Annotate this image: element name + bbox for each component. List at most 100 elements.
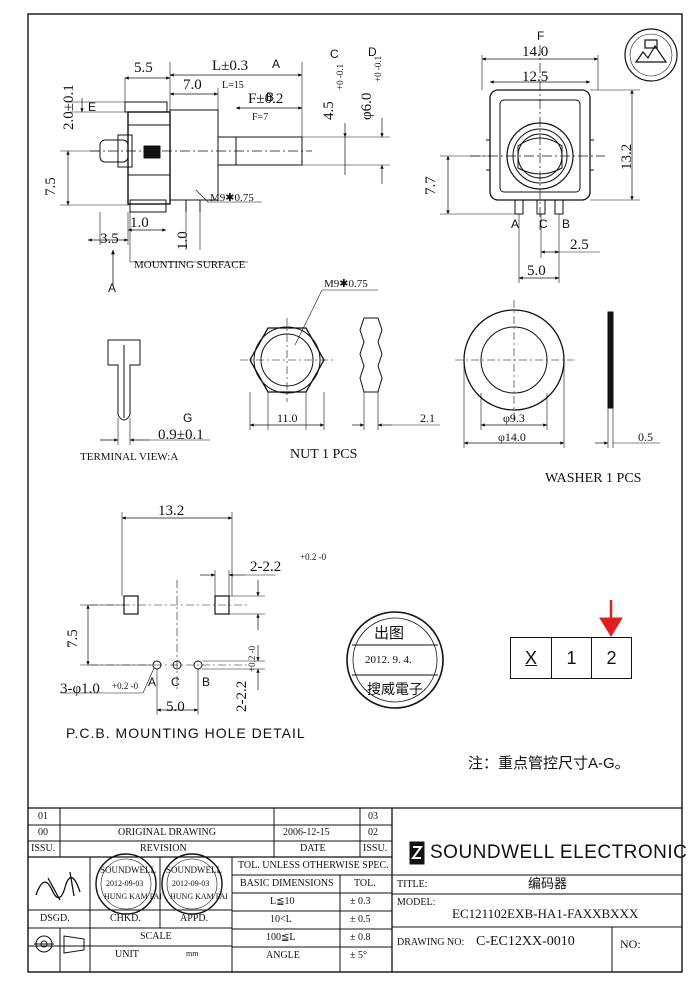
pcb-dim-2-2-a: 2-2.2 [250, 559, 282, 575]
nut-label: NUT 1 PCS [290, 447, 358, 462]
pcb-dim-13-2: 13.2 [158, 503, 185, 519]
pcb-dim-2-2-b: 2-2.2 [234, 680, 250, 712]
pcb-dim-5-0: 5.0 [166, 699, 185, 715]
pcb-pin-C: C [171, 675, 180, 689]
chk-stamp-date: 2012-09-03 [106, 879, 144, 888]
nut-thread: M9✱0.75 [324, 278, 368, 290]
dim-1-0-a: 1.0 [130, 215, 149, 231]
pcb-pin-B: B [202, 675, 211, 689]
mark-box-1: 1 [552, 637, 592, 679]
washer-label: WASHER 1 PCS [545, 471, 642, 486]
dim-F7: F=7 [252, 112, 269, 123]
scale-label: SCALE [140, 931, 172, 942]
pcb-holes-tol: +0.2 -0 [112, 681, 139, 691]
dim-3-5: 3.5 [100, 231, 119, 247]
tol-label: TOL. [354, 878, 376, 889]
thread-callout: M9✱0.75 [210, 192, 254, 204]
letter-D: D [368, 45, 377, 59]
basic-dimensions: BASIC DIMENSIONS [240, 878, 334, 889]
title-block-lines [28, 807, 682, 972]
dim-4-5: 4.5 [321, 101, 337, 120]
pcb-label: P.C.B. MOUNTING HOLE DETAIL [66, 725, 306, 741]
drawing-no-label: DRAWING NO: [397, 937, 465, 948]
washer-dim-14-0: φ14.0 [498, 430, 526, 444]
unit-label: UNIT [115, 949, 139, 960]
nut-dim-2-1: 2.1 [420, 411, 435, 425]
letter-E: E [88, 100, 97, 114]
washer-dim-0-5: 0.5 [638, 430, 653, 444]
red-arrow [599, 600, 623, 637]
tol-range-2: 10<L [270, 914, 292, 925]
chk-stamp-name: SOUNDWELL [100, 865, 156, 875]
model-value: EC121102EXB-HA1-FAXXBXXX [452, 906, 639, 921]
model-label: MODEL: [397, 897, 436, 908]
pin-C: C [539, 217, 548, 231]
role-approved: APPD. [180, 913, 209, 924]
dim-1-0-b: 1.0 [175, 231, 191, 250]
tol-range-3: 100≦L [266, 932, 296, 943]
dim-7-7: 7.7 [423, 176, 439, 195]
washer-drawing [455, 300, 660, 448]
rev-date: 2006-12-15 [283, 827, 330, 838]
center-stamp [346, 611, 444, 709]
mounting-surface-label: MOUNTING SURFACE [134, 259, 246, 271]
letter-F: F [537, 29, 545, 43]
rev-no-01: 01 [38, 811, 48, 822]
pin-B: B [562, 217, 571, 231]
appd-stamp-city: HUNG KAM PAI [170, 892, 228, 901]
dim-12-5: 12.5 [522, 69, 549, 85]
note-text: 注：重点管控尺寸A-G。 [468, 755, 630, 772]
signature [35, 871, 81, 901]
rev-header-issu-2: ISSU. [363, 843, 388, 854]
pcb-dim-2-2-b-tol: +0.2 -0 [247, 645, 257, 672]
appd-stamp-date: 2012-09-03 [172, 879, 210, 888]
rev-no-00: 00 [38, 827, 48, 838]
tol-value-3: ± 0.8 [350, 932, 371, 943]
rev-header-issu: ISSU. [31, 843, 56, 854]
arrow-A-label: A [108, 281, 117, 295]
stamp-date: 2012. 9. 4. [365, 654, 412, 666]
tol-header: TOL. UNLESS OTHERWISE SPEC. [238, 860, 389, 871]
side-view [60, 62, 390, 285]
dim-6-0-tol: +0 -0.1 [373, 55, 383, 82]
rev-rno-02: 02 [368, 827, 378, 838]
dim-7-0: 7.0 [183, 77, 202, 93]
brand-name: SOUNDWELL ELECTRONIC [430, 842, 688, 863]
mark-box-2: 2 [592, 637, 632, 679]
pcb-dim-7-5: 7.5 [65, 629, 81, 648]
stamp-bottom-text: 搜威電子 [367, 681, 423, 697]
role-checked: CHKD. [110, 913, 141, 924]
dim-13-2: 13.2 [619, 143, 635, 170]
dim-0-9: 0.9±0.1 [158, 427, 204, 443]
letter-G: G [183, 411, 193, 425]
pcb-drawing [60, 512, 275, 715]
washer-dim-9-3: φ9.3 [503, 411, 525, 425]
title-value: 编码器 [528, 876, 568, 891]
letter-A: A [272, 57, 281, 71]
dim-14-0: 14.0 [522, 44, 549, 60]
nut-dim-11-0: 11.0 [277, 411, 298, 425]
pcb-dim-2-2-a-tol: +0.2 -0 [300, 552, 327, 562]
brand-logo [409, 841, 425, 865]
tol-value-4: ± 5° [350, 950, 367, 961]
mark-box-x: X [510, 637, 552, 679]
no-label: NO: [620, 937, 641, 951]
letter-C: C [330, 47, 339, 61]
rev-desc-original: ORIGINAL DRAWING [118, 827, 216, 838]
terminal-view-label: TERMINAL VIEW:A [80, 451, 179, 463]
role-designed: DSGD. [40, 913, 70, 924]
stamp-top-text: 出图 [374, 625, 405, 642]
approval-stamps [95, 853, 223, 915]
pcb-pin-A: A [148, 675, 157, 689]
letter-B: B [266, 90, 275, 104]
dim-2-5: 2.5 [570, 237, 589, 253]
chk-stamp-city: HUNG KAM PAI [104, 892, 162, 901]
tol-value-2: ± 0.5 [350, 914, 371, 925]
top-right-seal [624, 28, 678, 82]
pcb-holes: 3-φ1.0 [60, 681, 100, 697]
rev-rno-03: 03 [368, 811, 378, 822]
dim-L: L±0.3 [212, 58, 249, 74]
nut-drawing [240, 289, 440, 430]
front-view [440, 45, 640, 283]
unit-value: mm [186, 949, 199, 958]
